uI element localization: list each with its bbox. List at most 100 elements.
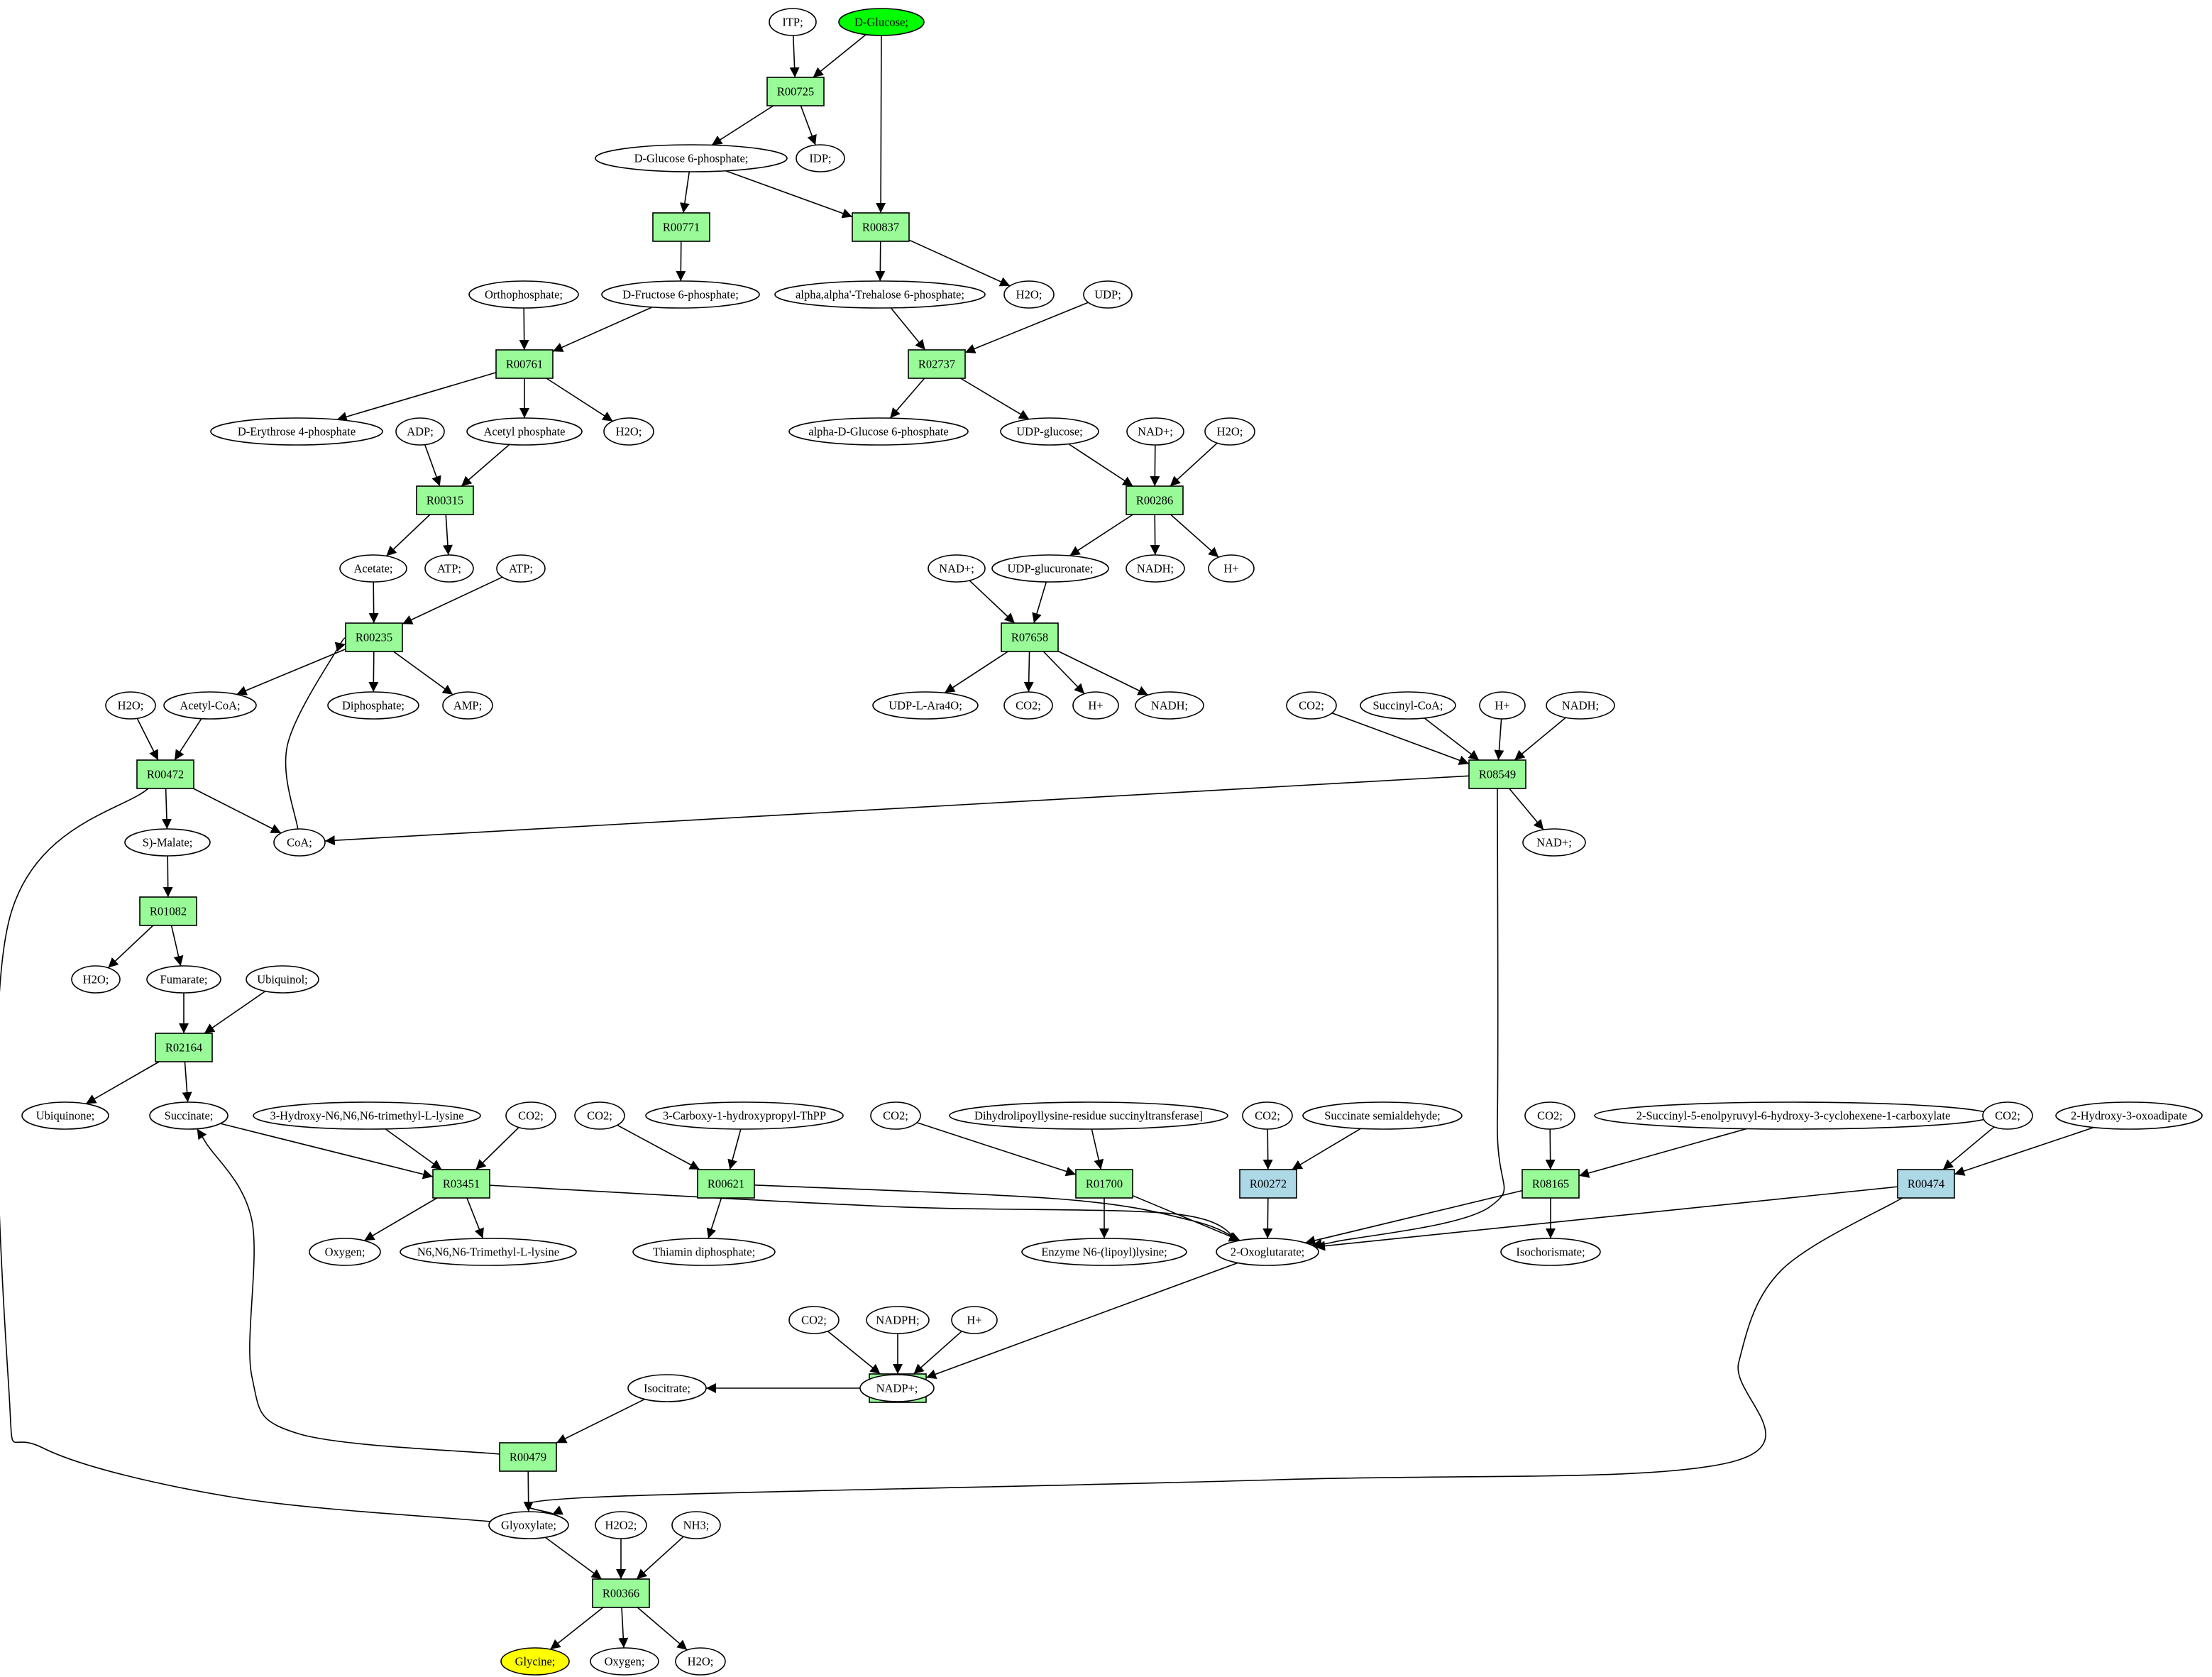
node-shape (838, 8, 925, 36)
node-label: CO2; (883, 1109, 908, 1123)
node-shape (574, 1101, 625, 1130)
reaction-node-r00366: R00366 (592, 1578, 650, 1608)
node-label: Thiamin diphosphate; (653, 1246, 755, 1259)
node-shape (210, 417, 383, 446)
edge-udp-to-r02737 (964, 302, 1089, 353)
reaction-node-r00474: R00474 (1897, 1169, 1955, 1199)
node-shape (1479, 691, 1526, 720)
node-shape (1003, 280, 1055, 309)
reaction-node-r00479: R00479 (499, 1442, 557, 1472)
node-shape (590, 1647, 659, 1676)
compound-node-amp: AMP; (442, 691, 493, 720)
edge-r08549-to-oxoglutarate (1311, 788, 1505, 1249)
node-label: CO2; (1537, 1109, 1563, 1123)
compound-node-h2o_f: H2O; (675, 1647, 726, 1676)
node-label: Ubiquinone; (36, 1109, 95, 1123)
node-shape (769, 8, 817, 36)
reaction-node-r00472: R00472 (136, 759, 194, 789)
node-shape (908, 349, 966, 379)
edge-isocitrate-to-r00479 (556, 1398, 645, 1444)
edge-co2_c-to-r03451 (475, 1127, 519, 1170)
node-shape (1126, 554, 1185, 583)
node-label: R08549 (1479, 768, 1516, 781)
compound-node-udpglc: UDP-glucose; (1000, 417, 1099, 446)
node-shape (1021, 1238, 1187, 1266)
compound-node-h2o2: H2O2; (595, 1511, 647, 1539)
compound-node-itp: ITP; (769, 8, 817, 36)
node-shape (1126, 485, 1184, 515)
compound-node-co2_h: CO2; (1982, 1101, 2033, 1130)
edge-hplus_c-to-r08549 (1494, 718, 1504, 761)
edge-dglucose-to-r00725 (813, 34, 866, 78)
edge-r00837-to-h2o_a (908, 239, 1011, 287)
node-label: CO2; (1255, 1109, 1280, 1123)
node-shape (1302, 1101, 1463, 1130)
edge-itp-to-r00725 (789, 35, 800, 78)
edge-co2_f-to-r00272 (1262, 1128, 1273, 1170)
edge-r07658-to-co2_a (1023, 651, 1034, 693)
edge-g6p-to-r00837 (725, 170, 853, 219)
node-label: R00474 (1908, 1177, 1944, 1191)
node-shape (1003, 691, 1053, 720)
node-label: N6,N6,N6-Trimethyl-L-lysine (417, 1246, 559, 1259)
node-shape (1083, 280, 1133, 309)
edge-r00479-to-glyoxylate (523, 1470, 534, 1512)
node-label: Succinate semialdehyde; (1324, 1109, 1441, 1123)
compound-node-adp: ADP; (395, 417, 445, 446)
edge-r00366-to-glycine (549, 1607, 604, 1650)
node-shape (105, 691, 156, 720)
node-shape (468, 280, 579, 309)
node-label: R00837 (862, 221, 899, 234)
node-shape (499, 1442, 557, 1472)
edge-smalate-to-r01082 (163, 855, 173, 898)
node-shape (645, 1101, 844, 1130)
node-shape (149, 1101, 229, 1130)
compound-node-hplus_d: H+ (951, 1306, 998, 1334)
edge-r08549-to-nadp_c (1509, 788, 1544, 830)
compound-node-h2o_b: H2O; (603, 417, 654, 446)
edge-r00235-to-diphosphate (368, 651, 379, 693)
node-label: ATP; (509, 562, 533, 576)
node-label: IDP; (809, 152, 831, 165)
compound-node-dihydrolipoyl: Dihydrolipoyllysine-residue succinyltran… (949, 1101, 1228, 1130)
node-shape (500, 1647, 570, 1676)
compound-node-glyoxylate: Glyoxylate; (488, 1511, 569, 1539)
node-label: NAD+; (1536, 836, 1572, 850)
node-shape (1075, 1169, 1133, 1199)
node-shape (1500, 1238, 1601, 1266)
reaction-node-r00837: R00837 (852, 212, 910, 242)
edge-r07658-to-udpara (944, 651, 1008, 693)
edge-r00725-to-g6p (711, 105, 774, 146)
node-shape (1522, 828, 1586, 857)
compound-node-nadh_c: NADH; (1546, 691, 1615, 720)
node-label: R02164 (165, 1041, 202, 1055)
node-shape (852, 212, 910, 242)
reaction-node-r00621: R00621 (697, 1169, 755, 1199)
edge-co2_h-to-r00474 (1942, 1126, 1995, 1170)
compound-node-isochorismate: Isochorismate; (1500, 1238, 1601, 1266)
compound-node-nadp_a: NAD+; (1126, 417, 1184, 446)
compound-node-glycine: Glycine; (500, 1647, 570, 1676)
node-shape (1001, 622, 1059, 652)
reaction-node-r07658: R07658 (1001, 622, 1059, 652)
compound-node-ubiquinone: Ubiquinone; (21, 1101, 109, 1130)
node-label: Succinyl-CoA; (1373, 699, 1443, 713)
node-label: CO2; (518, 1109, 544, 1123)
compound-node-succsemiald: Succinate semialdehyde; (1302, 1101, 1463, 1130)
edge-ubiquinol-to-r02164 (204, 991, 266, 1034)
compound-node-oxygen_a: Oxygen; (309, 1238, 381, 1266)
edge-r01700-to-oxoglutarate (1132, 1194, 1240, 1242)
node-label: UDP-glucose; (1016, 425, 1083, 439)
compound-node-e4p: D-Erythrose 4-phosphate (210, 417, 383, 446)
edge-succcoa-to-r08549 (1424, 717, 1480, 761)
node-label: UDP-L-Ara4O; (888, 699, 962, 713)
compound-node-carboxythpp: 3-Carboxy-1-hydroxypropyl-ThPP (645, 1101, 844, 1130)
edge-r00472-to-smalate (161, 788, 172, 830)
node-label: R00761 (506, 358, 543, 371)
compound-node-diphosphate: Diphosphate; (327, 691, 419, 720)
node-label: R00479 (510, 1451, 546, 1464)
edge-nadh_c-to-r08549 (1514, 717, 1566, 761)
node-label: H2O; (83, 973, 109, 986)
node-shape (466, 417, 583, 446)
